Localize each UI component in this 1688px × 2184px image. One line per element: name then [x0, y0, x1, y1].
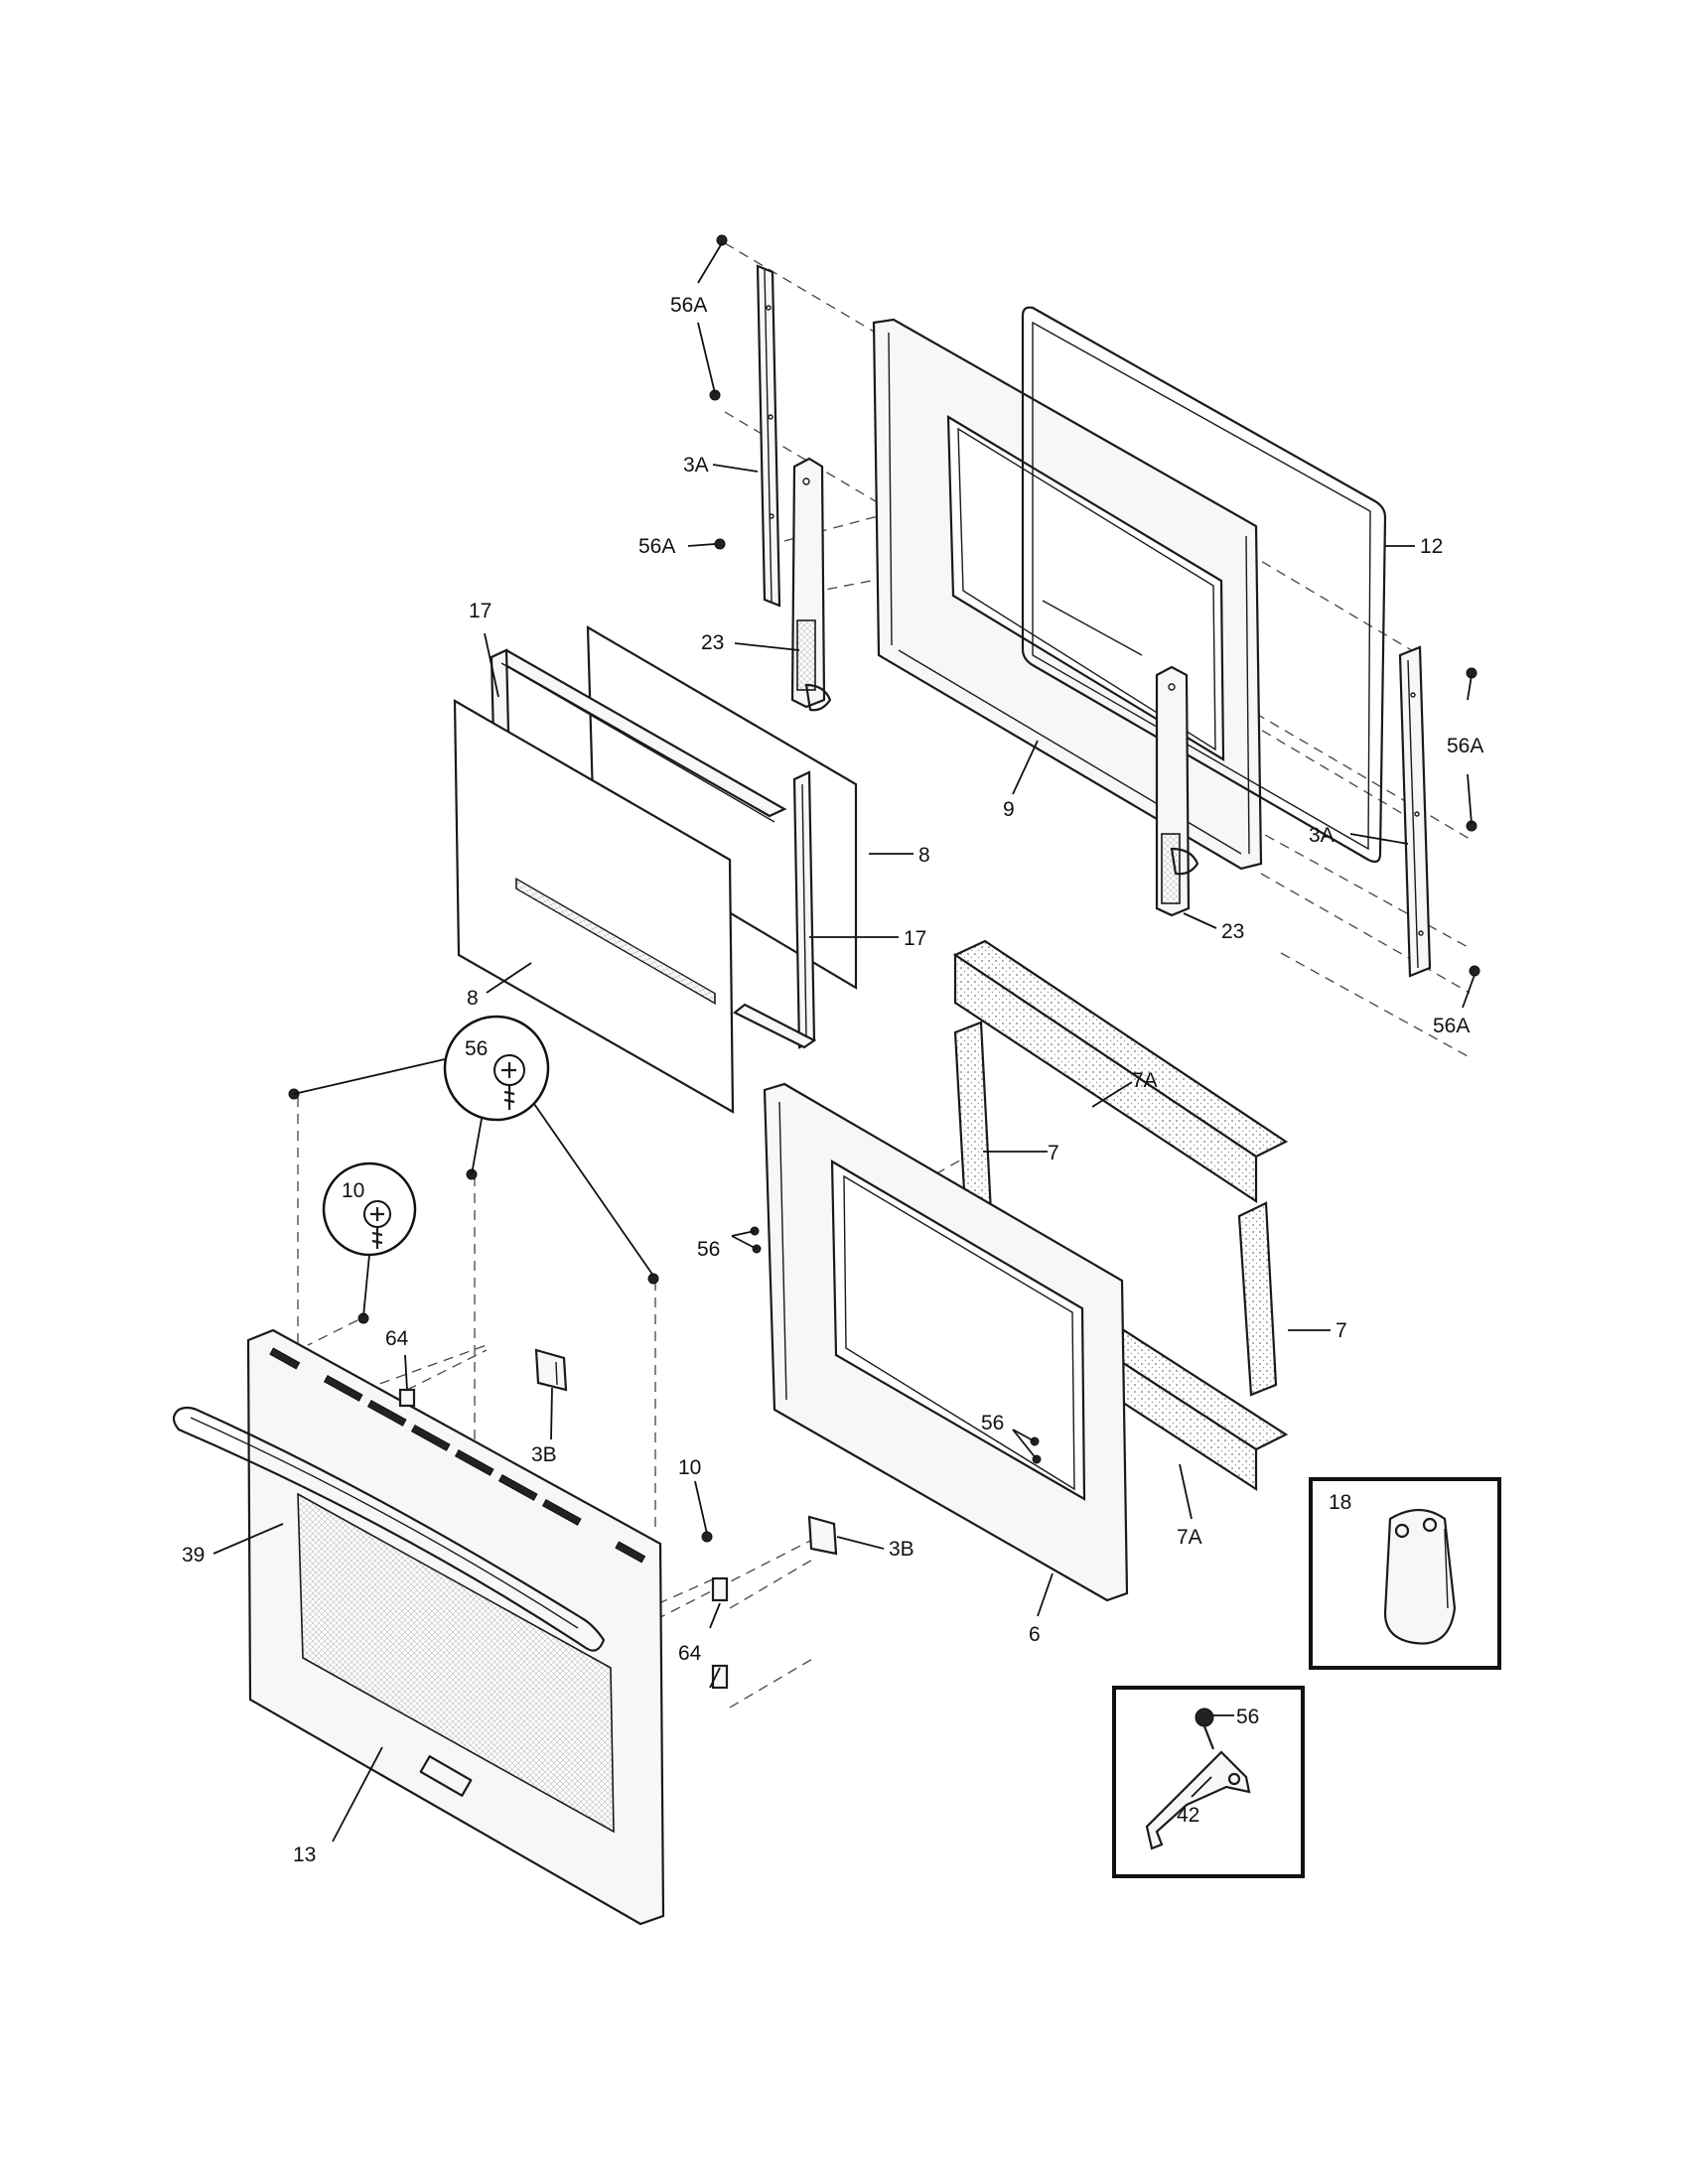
- label-56a-top-left: 56A: [670, 294, 707, 317]
- label-9-frame: 9: [1003, 798, 1015, 821]
- inset-hinge-cover[interactable]: [1309, 1477, 1501, 1670]
- inner-door-frame[interactable]: [872, 318, 1263, 871]
- hinge-channel-left[interactable]: [756, 264, 781, 608]
- label-56a-bottom-right: 56A: [1433, 1015, 1470, 1037]
- label-64-lower: 64: [678, 1642, 702, 1665]
- hinge-right[interactable]: [1155, 665, 1199, 917]
- label-42-inset: 42: [1177, 1804, 1199, 1827]
- label-8-rear-glass: 8: [918, 844, 930, 867]
- label-12-gasket: 12: [1420, 535, 1443, 558]
- glass-spacer-front[interactable]: [732, 770, 817, 1049]
- callout-circle-56: [443, 1015, 550, 1122]
- glass-panel-rear[interactable]: [586, 625, 858, 990]
- inner-door-panel[interactable]: [763, 1082, 1129, 1602]
- label-10-callout: 10: [342, 1179, 364, 1202]
- spacer-64-upper[interactable]: [398, 1388, 416, 1408]
- label-56-inner-right: 56: [981, 1412, 1004, 1434]
- part-labels: 56A 3A 56A 17 23 12 56A 3A 9 8 17 23 8 5…: [182, 294, 1483, 1866]
- insulation-right[interactable]: [1237, 1201, 1278, 1397]
- end-cap-3b-lower[interactable]: [807, 1515, 838, 1556]
- outer-door[interactable]: [246, 1328, 665, 1926]
- label-7a-bottom: 7A: [1177, 1526, 1202, 1549]
- hinge-channel-right[interactable]: [1398, 645, 1432, 978]
- label-17-upper: 17: [469, 600, 492, 622]
- door-vents: [269, 1347, 646, 1564]
- label-56a-right: 56A: [1447, 735, 1483, 757]
- leader-lines: [212, 242, 1476, 1843]
- label-13-outer-door: 13: [293, 1843, 316, 1866]
- glass-panel-front[interactable]: [453, 699, 735, 1114]
- label-23-left-hinge: 23: [701, 631, 724, 654]
- label-39-handle: 39: [182, 1544, 205, 1567]
- label-64-upper: 64: [385, 1327, 409, 1350]
- label-56a-mid-left: 56A: [638, 535, 675, 558]
- insulation-top[interactable]: [952, 939, 1289, 1204]
- label-3a-left: 3A: [683, 454, 709, 477]
- label-17-lower: 17: [904, 927, 926, 950]
- label-10: 10: [678, 1456, 701, 1479]
- inset-bracket[interactable]: [1112, 1686, 1305, 1878]
- spacer-64-lower-a[interactable]: [711, 1576, 729, 1602]
- door-handle[interactable]: [172, 1406, 606, 1652]
- label-3a-right: 3A: [1309, 824, 1335, 847]
- label-3b-lower: 3B: [889, 1538, 914, 1561]
- label-23-right-hinge: 23: [1221, 920, 1244, 943]
- label-7-left: 7: [1048, 1142, 1059, 1164]
- label-8-front-glass: 8: [467, 987, 479, 1010]
- label-56-inset: 56: [1236, 1706, 1259, 1728]
- label-6-inner-panel: 6: [1029, 1623, 1041, 1646]
- end-cap-3b-upper[interactable]: [534, 1348, 568, 1392]
- callout-circle-10: [322, 1161, 417, 1257]
- label-56-callout: 56: [465, 1037, 488, 1060]
- label-56-inner-left: 56: [697, 1238, 720, 1261]
- label-7a-top: 7A: [1132, 1069, 1158, 1092]
- label-3b-upper: 3B: [531, 1443, 557, 1466]
- label-18-inset: 18: [1329, 1491, 1351, 1514]
- spacer-64-lower-b[interactable]: [711, 1664, 729, 1690]
- label-7-right: 7: [1336, 1319, 1347, 1342]
- door-gasket[interactable]: [1021, 306, 1387, 864]
- hinge-left[interactable]: [790, 457, 832, 712]
